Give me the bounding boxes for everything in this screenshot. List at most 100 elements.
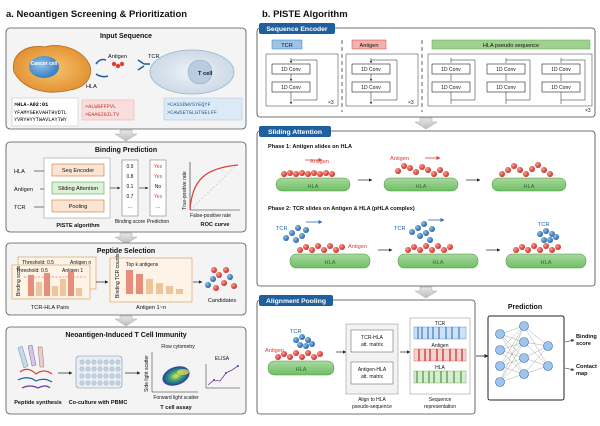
tcr-seq-1: >CASSDWVSYEQYF (167, 102, 211, 108)
antigen-label: Antigen (108, 54, 127, 60)
phase2-label: Phase 2: TCR slides on Antigen & HLA (pH… (268, 206, 415, 212)
hla-label: HLA (86, 84, 97, 90)
down-arrow-icon (114, 315, 138, 327)
svg-text:TCR: TCR (290, 329, 302, 335)
output-binding-1: Binding (576, 334, 597, 340)
align-label-1: Align to HLA (358, 397, 386, 403)
elisa-plot-icon (205, 364, 240, 389)
svg-text:Antigen: Antigen (265, 348, 284, 354)
antigen-seq-1: >ALWGFFPVL (85, 104, 116, 110)
phase1-step-1: HLA Antigen (275, 158, 351, 192)
roc-curve (189, 162, 240, 211)
encoder-header: Sequence Encoder (266, 26, 328, 33)
svg-text:Seq Encoder: Seq Encoder (62, 168, 94, 174)
hla-seq-line-2: YVRYHYYTWAVLAYTWY (14, 117, 68, 123)
svg-text:1D Conv: 1D Conv (496, 85, 516, 91)
svg-text:Antigen: Antigen (432, 343, 449, 349)
input-sequence-header: Input Sequence (100, 33, 152, 40)
phase1-label: Phase 1: Antigen slides on HLA (268, 144, 352, 150)
t-cell-label: T cell (198, 71, 213, 77)
svg-text:TCR: TCR (276, 226, 288, 232)
svg-text:0.7: 0.7 (127, 194, 134, 200)
svg-text:TCR: TCR (394, 226, 406, 232)
svg-text:Pooling: Pooling (69, 204, 88, 210)
svg-text:Threshold: 0.5: Threshold: 0.5 (22, 260, 54, 266)
down-arrow-icon (114, 129, 138, 142)
svg-text:1D Conv: 1D Conv (281, 85, 301, 91)
panel-a-title: a. Neoantigen Screening & Prioritization (6, 9, 187, 20)
svg-text:Antigen-HLA: Antigen-HLA (358, 367, 387, 373)
input-antigen: Antigen (14, 187, 33, 193)
cancer-cell-label: Cancer cell (31, 61, 58, 67)
svg-text:Sliding Attention: Sliding Attention (58, 186, 98, 192)
svg-text:TCR-HLA: TCR-HLA (361, 335, 383, 341)
module-sliding-attention (51, 181, 105, 195)
svg-text:1D Conv: 1D Conv (361, 85, 381, 91)
peptide-tubes-icon (17, 344, 53, 389)
synthesis-label: Peptide synthesis (14, 400, 62, 406)
encoder-antigen: Antigen (360, 43, 379, 49)
alignment-pooling-box: Alignment Pooling TCR Antigen HLA TCR-HL… (256, 295, 476, 415)
peptide-selection-header: Peptide Selection (97, 248, 155, 255)
svg-text:...: ... (128, 204, 132, 210)
tcr-hla-matrix (350, 329, 394, 353)
well-plate-icon (75, 355, 123, 389)
hla-seq-name: >HLA-A02:01 (14, 102, 48, 108)
tcr-label: TCR (148, 54, 160, 60)
svg-text:Antigen n: Antigen n (70, 260, 91, 266)
pooling-header: Alignment Pooling (266, 298, 326, 305)
svg-text:No: No (155, 184, 162, 190)
roc-x-label: False-positive rate (190, 213, 231, 219)
svg-text:TCR: TCR (538, 222, 550, 228)
antigen-range-label: Antigen 1~n (136, 305, 166, 311)
encoder-tcr: TCR (281, 43, 293, 49)
down-arrow-icon (414, 286, 438, 299)
tcr-seq-2: >CAWSETGLGTGELFF (167, 110, 217, 116)
svg-text:HLA: HLA (296, 367, 307, 373)
roc-y-label: True-positive rate (182, 171, 188, 210)
svg-text:TCR: TCR (435, 321, 446, 327)
antigen-seq-2: >EAAGIGILTV (85, 112, 120, 118)
candidates-icon (205, 267, 237, 291)
svg-text:HLA: HLA (433, 260, 444, 266)
flow-label: Flow cytometry (161, 344, 195, 350)
peptide-selection-box: Peptide Selection Threshold: 0.5 Antigen… (5, 242, 247, 316)
align-label-2: pseudo-sequence (352, 404, 392, 410)
svg-text:1D Conv: 1D Conv (441, 85, 461, 91)
svg-text:Yes: Yes (154, 164, 163, 170)
t-cell-immunity-box: Neoantigen-Induced T Cell Immunity Pepti… (5, 326, 247, 415)
pooling-complex: TCR Antigen HLA (265, 329, 335, 376)
prediction-label: Prediction (147, 219, 169, 225)
svg-text:1D Conv: 1D Conv (281, 67, 301, 73)
coculture-label: Co-culture with PBMC (69, 400, 128, 406)
tcr-receptor-icon (137, 59, 150, 71)
score-column (121, 159, 139, 217)
selection-bars (28, 272, 82, 296)
svg-text:Yes: Yes (154, 174, 163, 180)
output-contact-1: Contact (576, 364, 597, 370)
prediction-title: Prediction (508, 304, 542, 311)
svg-text:HLA: HLA (308, 184, 319, 190)
nucleus-icon (29, 56, 59, 78)
svg-text:HLA: HLA (524, 184, 535, 190)
seq-rep-label-2: representation (424, 404, 456, 410)
sequence-representation: TCR Antigen HLA (409, 317, 471, 395)
assay-label: T cell assay (160, 405, 192, 411)
candidates-label: Candidates (208, 298, 237, 304)
input-tcr: TCR (14, 205, 26, 211)
svg-text:0.1: 0.1 (127, 184, 134, 190)
svg-text:0.9: 0.9 (127, 164, 134, 170)
svg-text:att. matrix: att. matrix (361, 342, 383, 348)
seq-rep-label-1: Sequence (429, 397, 452, 403)
panel-b-title: b. PISTE Algorithm (262, 9, 348, 20)
prediction-column (149, 159, 167, 217)
svg-text:1D Conv: 1D Conv (361, 67, 381, 73)
phase1-step-2: HLA Antigen (383, 156, 459, 192)
phase2-step-3: HLA TCR (505, 222, 587, 269)
algorithm-label: PISTE algorithm (56, 223, 99, 229)
pooling-header-tab (259, 295, 333, 306)
hla-conv-branches (431, 58, 586, 104)
svg-text:Antigen: Antigen (348, 244, 367, 250)
svg-text:1D Conv: 1D Conv (496, 67, 516, 73)
encoder-hla: HLA pseudo sequence (483, 43, 539, 49)
